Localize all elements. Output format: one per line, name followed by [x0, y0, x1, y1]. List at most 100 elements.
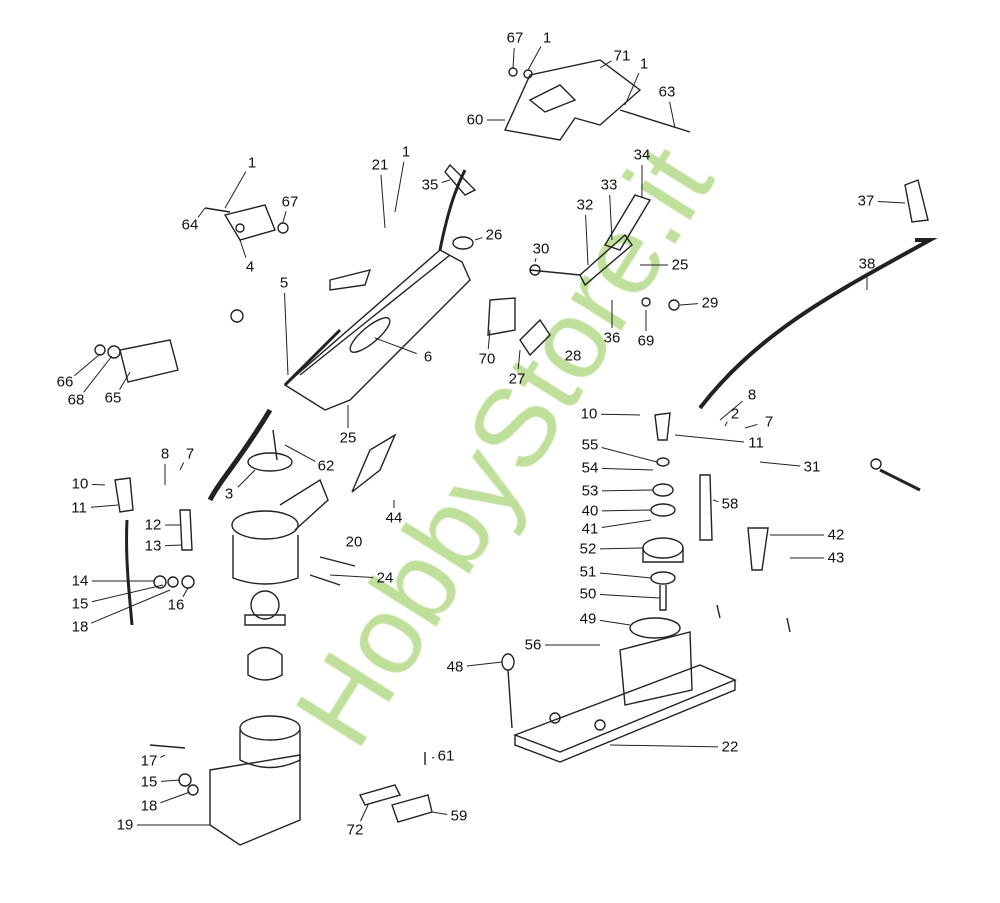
part-label-42: 42 — [827, 526, 845, 544]
part-label-11: 11 — [748, 434, 764, 452]
part-label-69: 69 — [637, 332, 655, 350]
lever-part — [487, 194, 680, 357]
leader-line — [224, 171, 247, 209]
leader-line — [712, 499, 719, 503]
leader-line — [669, 101, 676, 129]
part-label-26: 26 — [485, 226, 503, 244]
part-label-36: 36 — [603, 329, 621, 347]
leader-line — [600, 413, 641, 416]
part-label-67: 67 — [281, 193, 299, 211]
part-label-35: 35 — [421, 176, 439, 194]
part-label-44: 44 — [385, 509, 403, 527]
leader-line — [237, 469, 256, 488]
leader-line — [601, 467, 654, 471]
part-label-17: 17 — [140, 752, 158, 770]
leader-line — [599, 547, 644, 550]
leader-line — [91, 483, 106, 486]
part-label-62: 62 — [317, 457, 335, 475]
leader-line — [431, 811, 448, 816]
part-label-55: 55 — [581, 436, 599, 454]
part-label-3: 3 — [224, 485, 234, 503]
part-label-49: 49 — [579, 610, 597, 628]
leader-line — [83, 355, 113, 393]
leader-line — [534, 257, 537, 263]
leader-line — [197, 207, 206, 218]
leader-line — [160, 791, 191, 804]
part-label-1: 1 — [639, 55, 649, 73]
leader-line — [517, 349, 521, 370]
base-plate — [513, 631, 737, 763]
part-label-33: 33 — [600, 176, 618, 194]
leader-line — [624, 72, 640, 106]
part-label-25: 25 — [339, 429, 357, 447]
part-label-67: 67 — [506, 29, 524, 47]
leader-line — [674, 434, 745, 443]
part-label-1: 1 — [542, 29, 552, 47]
part-label-68: 68 — [67, 391, 85, 409]
leader-line — [759, 461, 801, 467]
part-label-1: 1 — [247, 154, 257, 172]
part-label-50: 50 — [579, 585, 597, 603]
part-label-66: 66 — [56, 373, 74, 391]
gear-lever-rod — [698, 179, 938, 410]
leader-line — [601, 489, 654, 492]
leader-line — [182, 587, 189, 598]
leader-line — [599, 594, 661, 599]
part-label-63: 63 — [658, 83, 676, 101]
part-label-2: 2 — [730, 405, 740, 423]
part-label-15: 15 — [140, 773, 158, 791]
part-label-60: 60 — [466, 111, 484, 129]
leader-line — [91, 584, 164, 603]
part-label-16: 16 — [167, 596, 185, 614]
part-label-13: 13 — [144, 537, 162, 555]
leader-line — [744, 423, 758, 429]
part-label-20: 20 — [345, 533, 363, 551]
part-label-59: 59 — [450, 807, 468, 825]
part-label-34: 34 — [633, 146, 651, 164]
part-label-10: 10 — [580, 405, 598, 423]
leader-line — [374, 337, 417, 355]
part-label-61: 61 — [437, 747, 455, 765]
main-handle-bracket — [207, 163, 477, 502]
part-label-11: 11 — [71, 499, 87, 517]
grip-part — [94, 339, 179, 383]
leader-line — [877, 201, 906, 204]
part-label-56: 56 — [524, 636, 542, 654]
leader-line — [599, 60, 612, 69]
leader-line — [119, 371, 131, 390]
part-label-19: 19 — [116, 816, 134, 834]
leader-line — [360, 804, 369, 822]
part-label-40: 40 — [581, 502, 599, 520]
part-label-24: 24 — [376, 569, 394, 587]
part-label-8: 8 — [160, 445, 170, 463]
leader-line — [719, 400, 743, 421]
leader-line — [487, 329, 491, 350]
part-label-5: 5 — [279, 274, 289, 292]
part-label-58: 58 — [721, 495, 739, 513]
part-label-18: 18 — [140, 797, 158, 815]
part-label-28: 28 — [564, 347, 582, 365]
part-label-10: 10 — [71, 475, 89, 493]
leader-line — [284, 292, 289, 376]
part-label-1: 1 — [401, 143, 411, 161]
part-label-12: 12 — [144, 516, 162, 534]
leader-line — [394, 161, 405, 213]
leader-line — [282, 211, 287, 223]
cover-part — [503, 59, 691, 141]
gearbox-stack — [629, 412, 921, 639]
leader-line — [380, 174, 386, 229]
part-label-6: 6 — [423, 348, 433, 366]
part-label-48: 48 — [446, 658, 464, 676]
part-label-25: 25 — [671, 256, 689, 274]
part-label-43: 43 — [827, 549, 845, 567]
leader-line — [164, 544, 183, 547]
part-label-72: 72 — [346, 821, 364, 839]
leader-line — [179, 462, 185, 471]
part-label-70: 70 — [478, 350, 496, 368]
leader-line — [527, 46, 542, 71]
part-label-37: 37 — [857, 192, 875, 210]
part-label-51: 51 — [579, 563, 597, 581]
leader-line — [679, 303, 699, 306]
